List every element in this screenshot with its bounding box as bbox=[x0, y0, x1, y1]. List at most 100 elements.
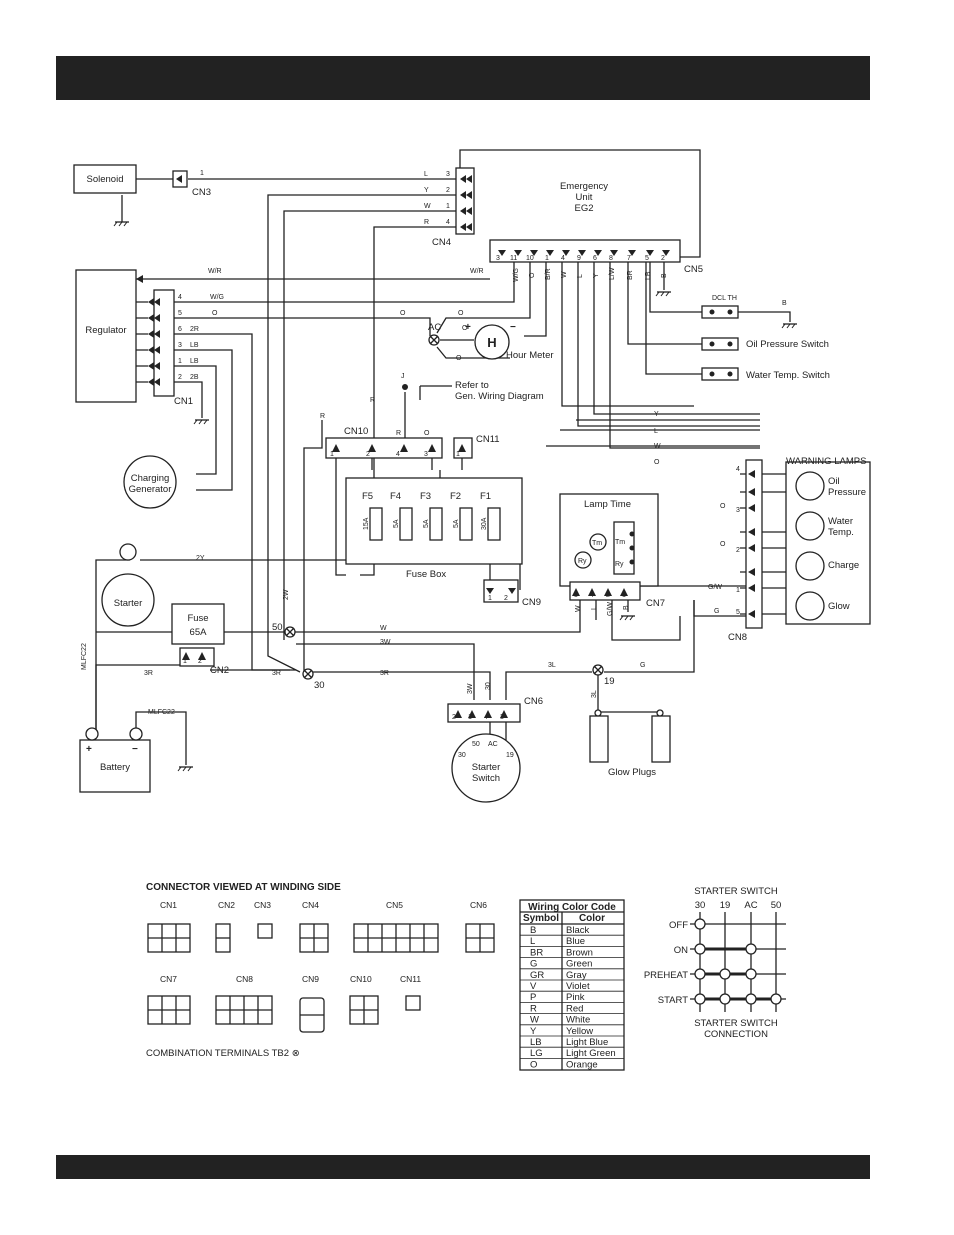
svg-text:1: 1 bbox=[200, 170, 204, 177]
svg-text:Starter: Starter bbox=[114, 598, 143, 609]
svg-text:O: O bbox=[400, 310, 406, 317]
svg-text:R: R bbox=[320, 413, 325, 420]
color-symbol: G bbox=[530, 959, 537, 970]
svg-text:L/W: L/W bbox=[609, 267, 616, 280]
svg-text:W: W bbox=[380, 625, 387, 632]
color-name: White bbox=[566, 1015, 590, 1026]
svg-text:1: 1 bbox=[545, 255, 549, 262]
svg-text:Wiring Color Code: Wiring Color Code bbox=[528, 902, 616, 913]
svg-text:G/W: G/W bbox=[607, 602, 614, 616]
svg-text:LB: LB bbox=[645, 271, 652, 280]
svg-text:2: 2 bbox=[198, 658, 202, 665]
svg-text:Starter: Starter bbox=[472, 762, 501, 773]
svg-text:2: 2 bbox=[446, 187, 450, 194]
svg-text:W/G: W/G bbox=[513, 268, 520, 282]
starter: Starter 2Y 2W MLFC22 bbox=[81, 543, 290, 670]
svg-text:5A: 5A bbox=[393, 519, 400, 528]
svg-text:O: O bbox=[720, 503, 726, 510]
svg-text:Gen. Wiring Diagram: Gen. Wiring Diagram bbox=[455, 391, 544, 402]
svg-text:4: 4 bbox=[561, 255, 565, 262]
svg-text:Tm: Tm bbox=[615, 539, 625, 546]
svg-text:O: O bbox=[424, 430, 430, 437]
svg-text:CONNECTION: CONNECTION bbox=[704, 1029, 768, 1040]
cn4-connector: L Y W R 3 2 1 4 CN4 bbox=[424, 167, 475, 248]
color-symbol: V bbox=[530, 981, 537, 992]
cn11-connector: 1 CN11 bbox=[453, 434, 500, 459]
svg-text:Charge: Charge bbox=[828, 560, 859, 571]
svg-text:3W: 3W bbox=[380, 639, 391, 646]
svg-text:5A: 5A bbox=[453, 519, 460, 528]
solenoid: Solenoid bbox=[73, 164, 137, 194]
svg-text:2: 2 bbox=[661, 255, 665, 262]
svg-text:2: 2 bbox=[606, 592, 610, 599]
regulator: Regulator 4 5 6 3 1 2 W/G O 2R LB LB 2B … bbox=[75, 268, 484, 407]
svg-text:3: 3 bbox=[500, 714, 504, 721]
svg-text:BR: BR bbox=[627, 270, 634, 280]
svg-text:CN1: CN1 bbox=[160, 900, 177, 910]
svg-text:Glow Plugs: Glow Plugs bbox=[608, 767, 656, 778]
svg-text:O: O bbox=[654, 459, 660, 466]
connector-view: CONNECTOR VIEWED AT WINDING SIDE CN1 CN2… bbox=[146, 882, 495, 1059]
color-symbol: O bbox=[530, 1059, 537, 1070]
color-symbol: P bbox=[530, 992, 536, 1003]
svg-text:R: R bbox=[370, 397, 375, 404]
svg-text:START: START bbox=[658, 995, 688, 1006]
svg-text:ON: ON bbox=[674, 945, 688, 956]
svg-text:W: W bbox=[575, 605, 582, 612]
svg-text:EG2: EG2 bbox=[574, 203, 593, 214]
svg-text:Emergency: Emergency bbox=[560, 181, 608, 192]
color-symbol: GR bbox=[530, 970, 544, 981]
svg-text:5A: 5A bbox=[423, 519, 430, 528]
svg-text:Y: Y bbox=[654, 411, 659, 418]
svg-text:3R: 3R bbox=[272, 670, 281, 677]
svg-text:4: 4 bbox=[736, 466, 740, 473]
svg-text:Lamp Time: Lamp Time bbox=[584, 499, 631, 510]
combination-terminals: 50 30 19 3L G 3L bbox=[272, 622, 645, 698]
svg-text:4: 4 bbox=[178, 294, 182, 301]
svg-text:Ry: Ry bbox=[615, 561, 624, 568]
svg-text:CN3: CN3 bbox=[254, 900, 271, 910]
svg-text:10: 10 bbox=[526, 255, 534, 262]
svg-text:30: 30 bbox=[458, 752, 466, 759]
svg-text:AC: AC bbox=[488, 741, 498, 748]
svg-text:30A: 30A bbox=[481, 517, 488, 530]
svg-text:CN8: CN8 bbox=[236, 974, 253, 984]
cn3-connector: CN3 1 bbox=[172, 170, 211, 198]
svg-text:+: + bbox=[465, 322, 471, 333]
svg-text:Fuse: Fuse bbox=[187, 613, 208, 624]
svg-text:L: L bbox=[654, 428, 658, 435]
color-symbol: W bbox=[530, 1015, 539, 1026]
svg-text:Regulator: Regulator bbox=[85, 325, 126, 336]
svg-text:3R: 3R bbox=[380, 670, 389, 677]
svg-text:Hour Meter: Hour Meter bbox=[506, 350, 554, 361]
svg-text:WARNING LAMPS: WARNING LAMPS bbox=[786, 456, 866, 467]
color-name: Blue bbox=[566, 936, 585, 947]
color-symbol: B bbox=[530, 925, 536, 936]
svg-text:B: B bbox=[782, 300, 787, 307]
svg-text:2: 2 bbox=[504, 595, 508, 602]
svg-text:CN3: CN3 bbox=[192, 187, 211, 198]
svg-text:1: 1 bbox=[330, 451, 334, 458]
svg-text:3: 3 bbox=[446, 171, 450, 178]
svg-text:5: 5 bbox=[736, 609, 740, 616]
svg-text:F2: F2 bbox=[450, 491, 461, 502]
svg-text:50: 50 bbox=[472, 741, 480, 748]
color-symbol: BR bbox=[530, 947, 543, 958]
svg-text:1: 1 bbox=[446, 203, 450, 210]
svg-text:CN5: CN5 bbox=[684, 264, 703, 275]
svg-text:CN9: CN9 bbox=[522, 597, 541, 608]
svg-text:Glow: Glow bbox=[828, 601, 850, 612]
svg-text:Water Temp. Switch: Water Temp. Switch bbox=[746, 370, 830, 381]
svg-text:11: 11 bbox=[510, 255, 517, 262]
svg-text:H: H bbox=[487, 335, 496, 350]
svg-text:CN5: CN5 bbox=[386, 900, 403, 910]
svg-text:Symbol: Symbol bbox=[523, 913, 559, 924]
svg-text:3: 3 bbox=[736, 507, 740, 514]
svg-text:7: 7 bbox=[627, 255, 631, 262]
svg-text:5: 5 bbox=[574, 592, 578, 599]
svg-text:W/R: W/R bbox=[470, 268, 484, 275]
svg-text:CN4: CN4 bbox=[432, 237, 451, 248]
lamp-time: Lamp Time Ry Tm Tm Ry 5 4 2 1 W L G/W B … bbox=[559, 493, 665, 616]
svg-text:O: O bbox=[529, 272, 536, 278]
